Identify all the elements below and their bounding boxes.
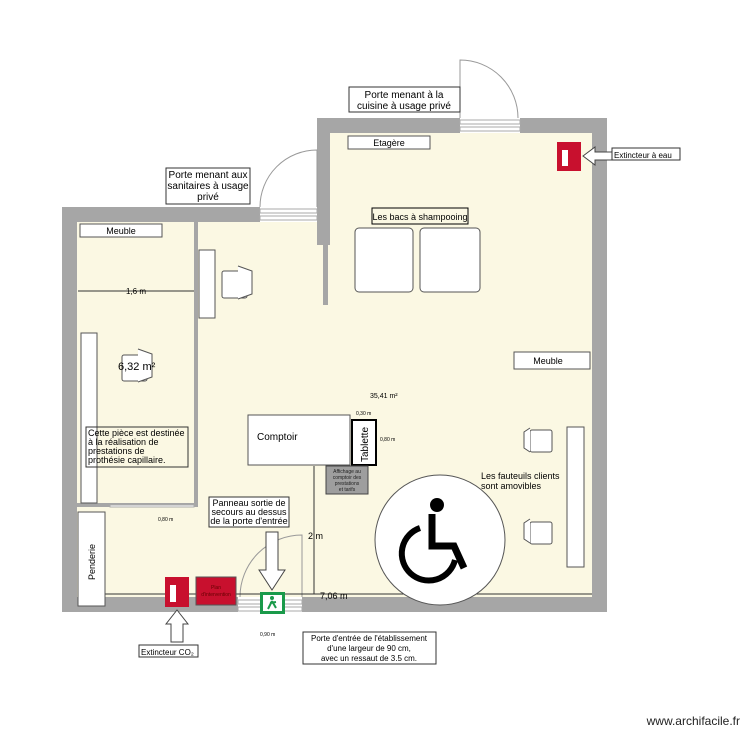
wheelchair-accessibility-icon [374,474,506,606]
meuble-right [513,351,591,370]
chair-icon[interactable] [121,265,553,545]
meuble-left-label: Meuble [106,226,136,236]
bacs-label-box [371,207,469,225]
walls [62,118,607,612]
dimension-label: 2 m [308,531,323,541]
desk-small-room [80,332,98,504]
affichage-label: Affichage au [333,469,361,475]
dimension-label: 0,30 m [356,411,371,417]
shampoo-bowl-2 [419,227,481,293]
tablette-label: Tablette [360,427,371,462]
entry-door-text: d'une largeur de 90 cm, [327,644,411,653]
dimension-lines [78,290,592,595]
dimension-label: 1,6 m [126,287,146,296]
meuble-left [79,223,163,238]
extinguisher-water-text: Extincteur à eau [614,151,672,160]
extinguisher-co2-callout [138,644,199,658]
comptoir [247,414,351,466]
small-room-area: 6,32 m² [118,361,156,373]
fauteuils-label: sont amovibles [481,481,542,491]
fire-extinguisher-icon [165,142,581,607]
penderie-label: Penderie [87,544,97,580]
sanitary-door-text: sanitaires à usage [167,181,249,192]
extinguisher-co2-text: Extincteur CO₂ [141,648,194,657]
kitchen-door-text: cuisine à usage privé [357,101,451,112]
desk-left [198,249,216,319]
exit-sign-text: de la porte d'entrée [210,516,287,526]
small-room-note [85,426,189,468]
affichage-label: et tarifs [339,487,356,493]
affichage-label: prestations [335,481,360,487]
watermark: www.archifacile.fr [646,714,740,728]
sanitary-door-text: Porte menant aux [169,170,248,181]
note-line: à la réalisation de [88,437,159,447]
entry-door-text: avec un ressaut de 3.5 cm. [321,654,417,663]
emergency-exit-icon [260,592,285,614]
info-display [325,465,369,495]
entry-door-callout [302,631,437,665]
plan-label: Plan [211,585,221,591]
fauteuils-label: Les fauteuils clients [481,471,560,481]
entry-door-text: Porte d'entrée de l'établissement [311,634,428,643]
kitchen-door-text: Porte menant à la [365,90,444,101]
exit-sign-text: Panneau sortie de [212,498,285,508]
exit-sign-text: secours au dessus [211,507,287,517]
main-area: 35,41 m² [370,393,398,400]
tablette [351,419,377,466]
extinguisher-water-callout [611,147,681,161]
exit-sign-callout [208,496,290,528]
meuble-right-label: Meuble [533,356,563,366]
note-line: prothésie capillaire. [88,455,166,465]
dimension-label: 7,06 m [320,591,348,601]
shampoo-bowl-1 [354,227,414,293]
dimension-label: 0,80 m [380,437,395,443]
entry-door[interactable] [239,534,303,598]
bacs-label: Les bacs à shampooing [372,212,467,222]
note-line: prestations de [88,446,145,456]
comptoir-label: Comptoir [257,432,298,443]
penderie [77,511,106,607]
arrow-icon [164,146,614,643]
affichage-label: comptoir des [333,475,362,481]
intervention-plan [195,576,237,606]
dimension-label: 0,90 m [260,632,275,638]
plan-label: d'intervention [201,592,231,598]
etagere [347,135,431,150]
sanitary-door[interactable] [259,149,318,208]
etagere-label: Etagère [373,138,405,148]
door-swings [239,59,519,598]
kitchen-door[interactable] [459,59,519,119]
sanitary-door-callout [165,167,251,205]
sanitary-door-text: privé [197,192,219,203]
chairs-bench [566,426,585,568]
dimension-label: 0,80 m [158,517,173,523]
note-line: Cette pièce est destinée [88,428,185,438]
kitchen-door-callout [348,86,461,113]
